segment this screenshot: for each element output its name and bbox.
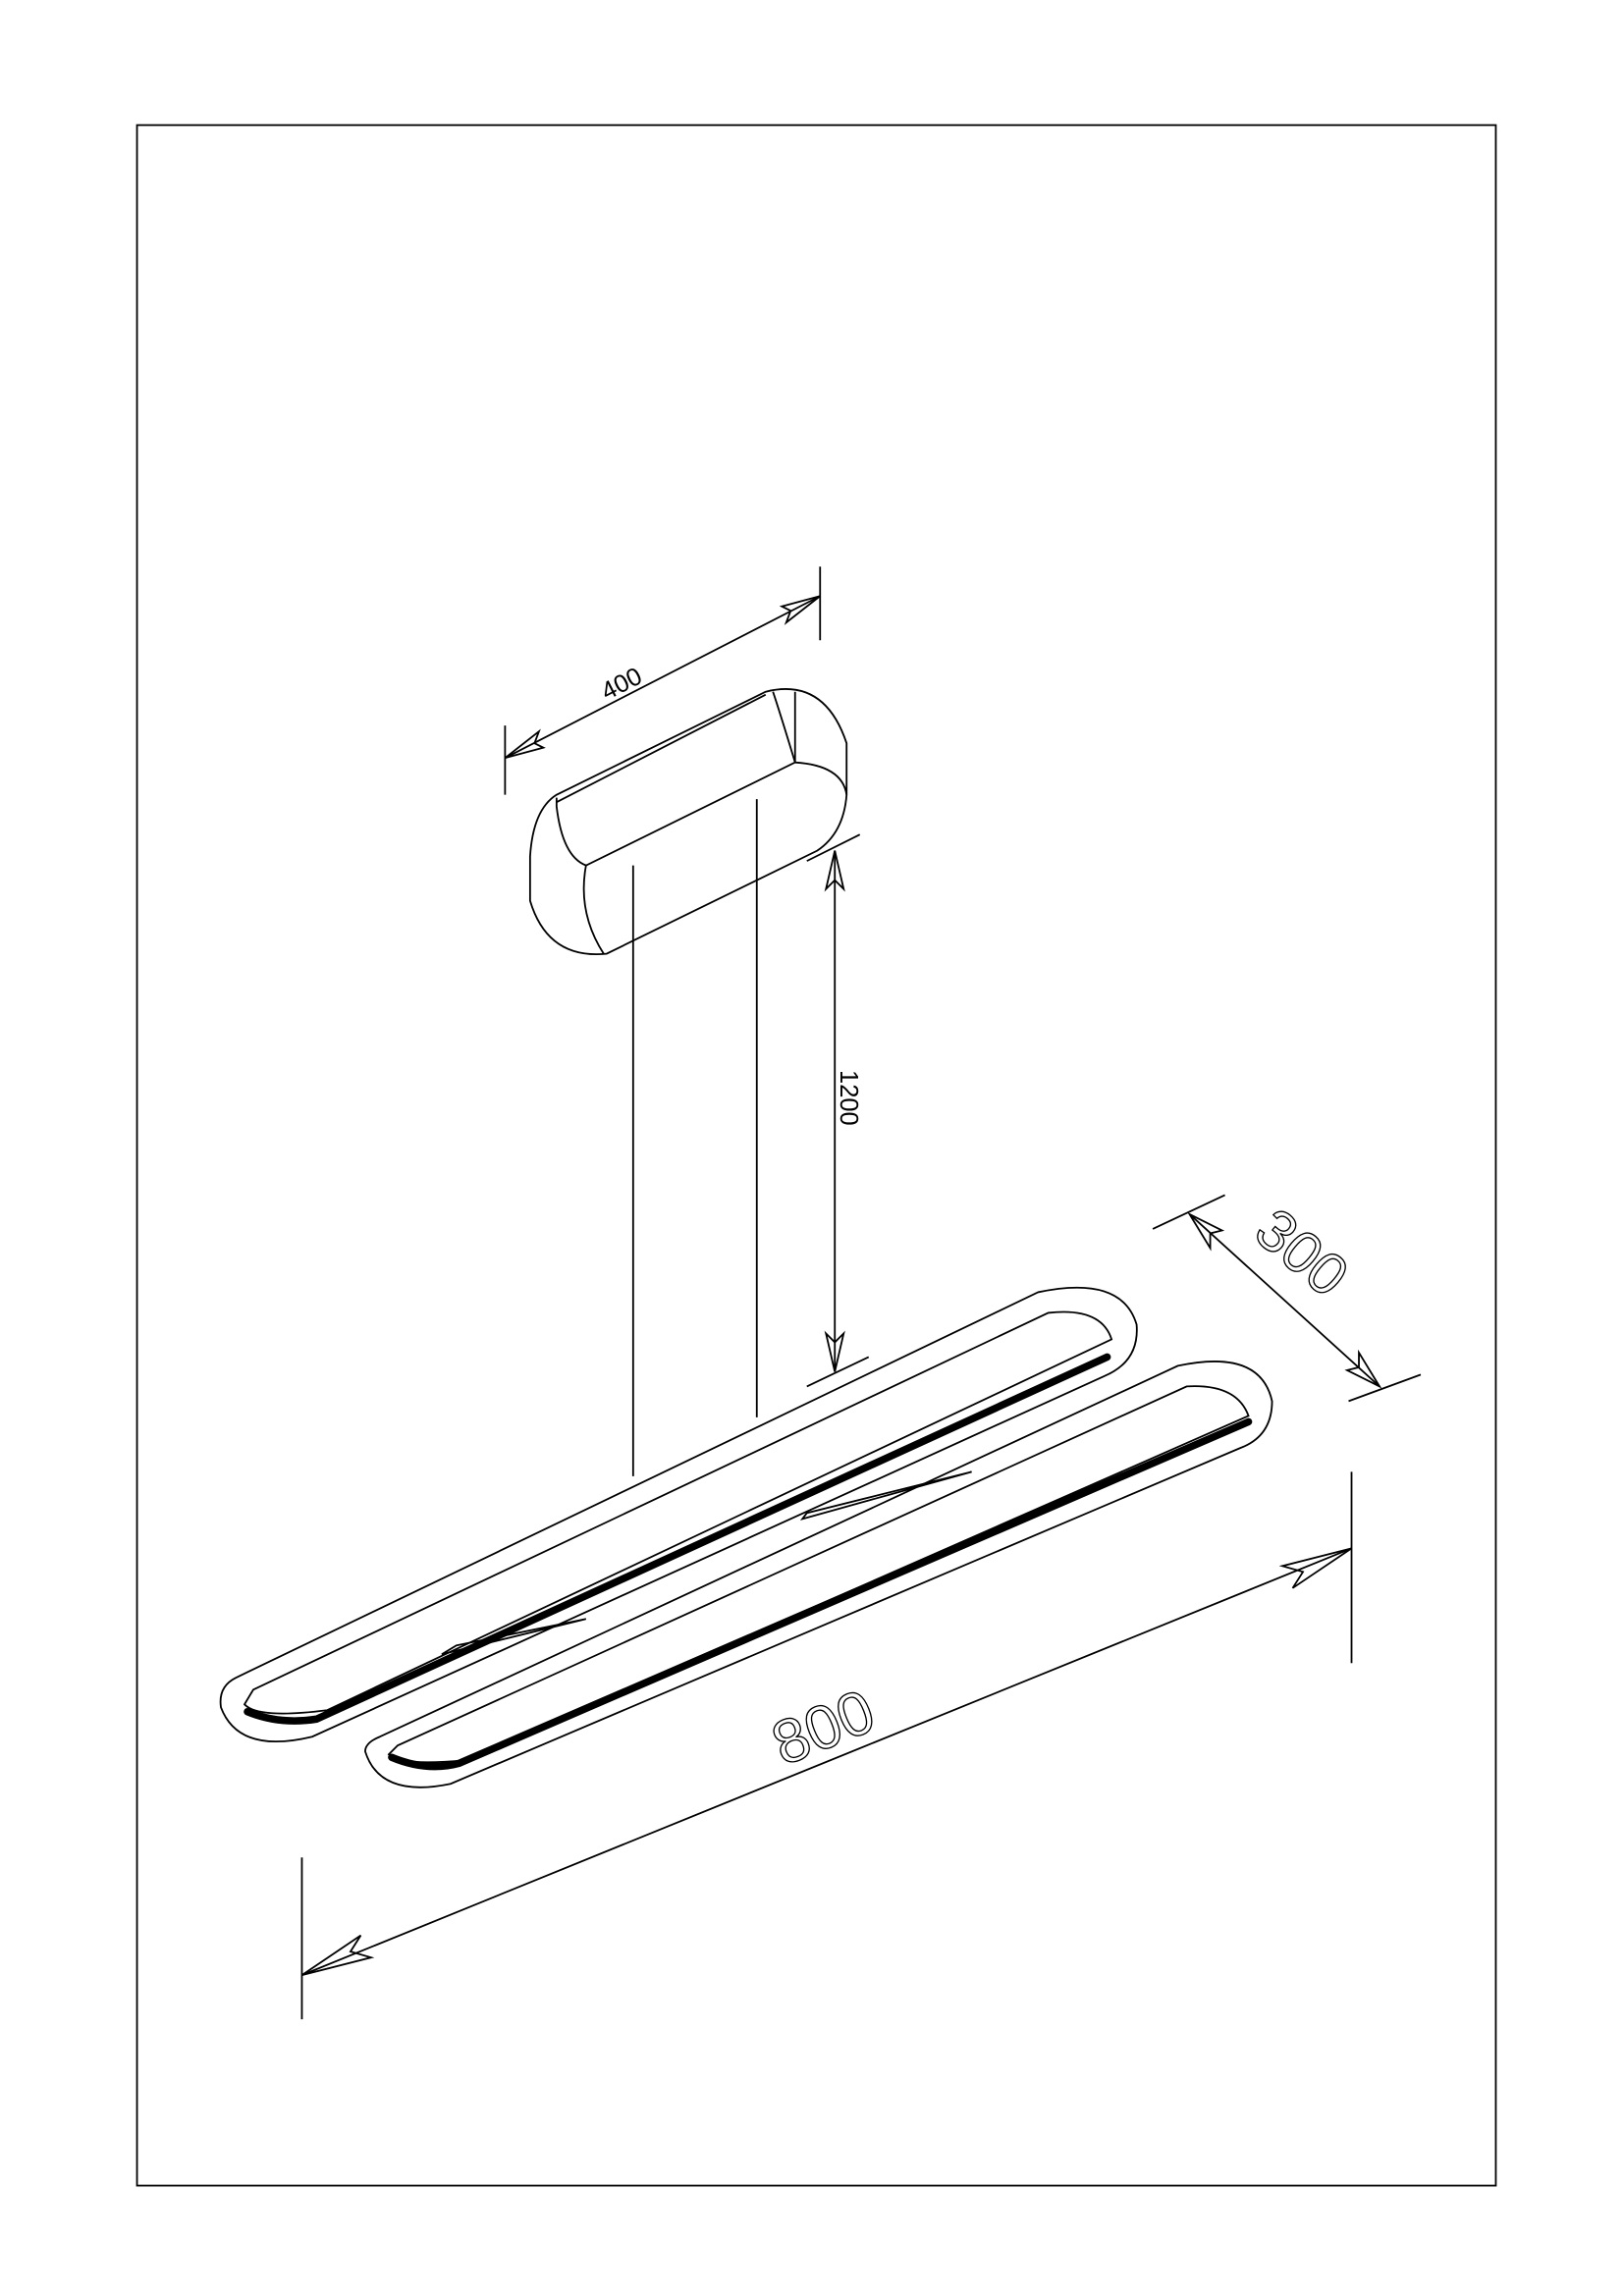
dimension-label-400: 400 xyxy=(597,663,647,706)
dimension-label-300: 300 xyxy=(1243,1196,1361,1309)
lamp-bar-back xyxy=(364,1361,1273,1789)
dimension-bar-spacing: 300 xyxy=(1152,1194,1422,1403)
dimension-suspension-height: 1200 xyxy=(806,833,870,1388)
dimension-overall-length: 800 xyxy=(300,1471,1353,2020)
drawing-frame xyxy=(135,124,1497,2187)
canopy xyxy=(528,688,848,956)
lamp-bar-front xyxy=(219,1286,1138,1743)
dimension-label-1200: 1200 xyxy=(835,1070,862,1126)
dimension-label-800: 800 xyxy=(763,1677,885,1779)
dimension-canopy-length: 400 xyxy=(504,566,822,795)
